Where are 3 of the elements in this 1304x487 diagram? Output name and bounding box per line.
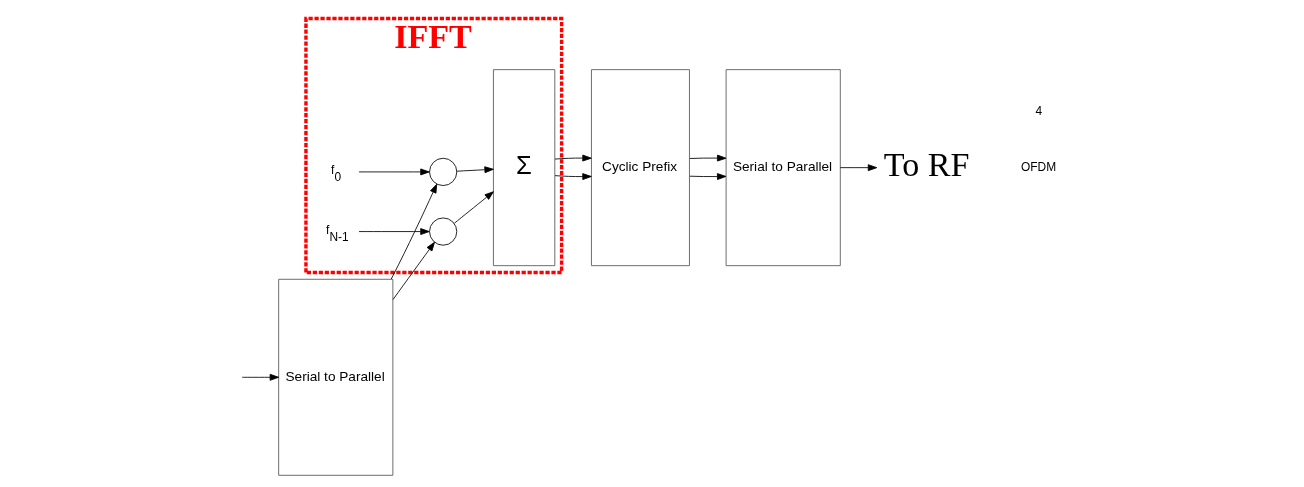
label: OFDM <box>1020 159 1056 174</box>
label: 4 <box>1035 104 1042 119</box>
node-text: To RF <box>883 146 969 184</box>
